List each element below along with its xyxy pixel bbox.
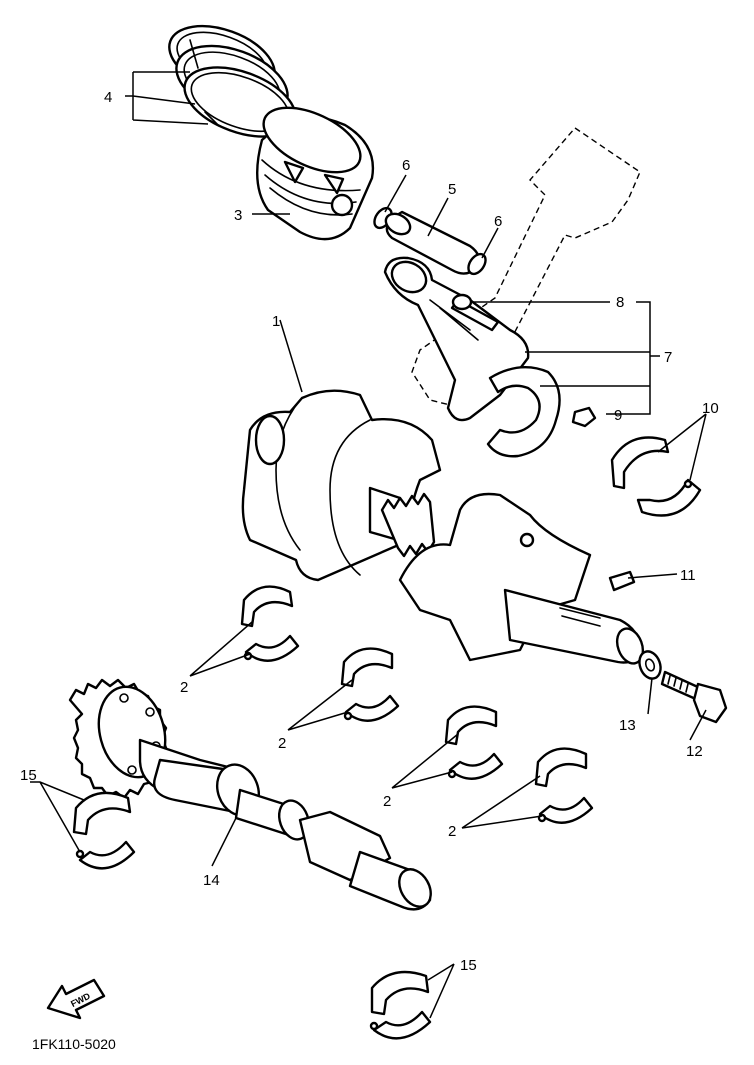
main-bearings [240, 585, 594, 824]
balancer-shaft [68, 678, 432, 911]
connecting-rod [383, 256, 597, 458]
connecting-rod-bearing [610, 436, 702, 517]
callout-5: 5 [448, 181, 456, 198]
balancer-bearings-bottom [369, 970, 432, 1040]
callout-13: 13 [619, 717, 636, 734]
callout-3: 3 [234, 207, 242, 224]
leader-lines [30, 71, 707, 1019]
callout-1: 1 [272, 313, 280, 330]
callout-15b: 15 [460, 957, 477, 974]
callout-11: 11 [680, 567, 696, 584]
forward-arrow: FWD [46, 978, 106, 1020]
callout-10: 10 [702, 400, 719, 417]
balancer-bearings-left [72, 791, 136, 870]
callout-14: 14 [203, 872, 220, 889]
callout-4: 4 [104, 89, 112, 106]
piston [256, 106, 375, 241]
callout-9: 9 [614, 407, 622, 424]
callout-labels: 1 2 2 2 2 3 4 5 6 6 7 8 9 10 11 12 13 14… [20, 89, 719, 974]
callout-12: 12 [686, 743, 703, 760]
callout-2a: 2 [180, 679, 188, 696]
crankshaft [241, 389, 645, 665]
callout-8: 8 [616, 294, 624, 311]
callout-2b: 2 [278, 735, 286, 752]
drawing-code: 1FK110-5020 [32, 1036, 116, 1052]
crankcase-dashed-outline [411, 127, 641, 411]
callout-6a: 6 [402, 157, 410, 174]
callout-6b: 6 [494, 213, 502, 230]
callout-2d: 2 [448, 823, 456, 840]
callout-15a: 15 [20, 767, 37, 784]
callout-7: 7 [664, 349, 672, 366]
callout-2c: 2 [383, 793, 391, 810]
washer-and-bolt [638, 650, 728, 724]
